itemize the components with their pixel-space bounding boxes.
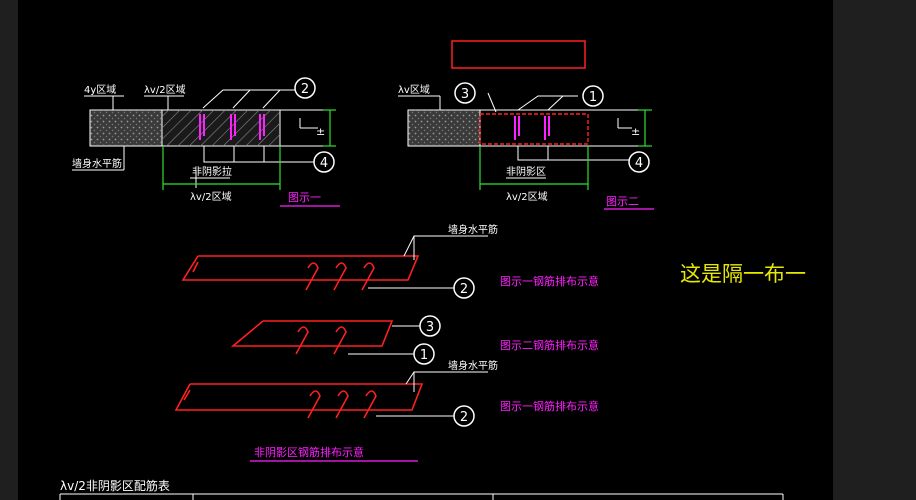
label-dimension: λv/2区域 xyxy=(506,190,548,203)
caption-figure-two: 图示二 xyxy=(606,195,639,208)
callout-number: 2 xyxy=(460,282,468,297)
callout-circle xyxy=(313,151,335,173)
cad-drawing: 4y区域 λv/2区域 墙身水平筋 非阴影拉 λv/2区域 ± λv区域 非阴影… xyxy=(59,40,784,500)
label-4y-zone: 4y区域 xyxy=(84,83,116,96)
callout-circle xyxy=(454,82,476,104)
tie-bars xyxy=(199,114,265,140)
side-mark: ± xyxy=(316,125,325,138)
caption-rebar-two: 图示二钢筋排布示意 xyxy=(500,338,599,352)
cad-drawing-canvas: 4y区域 λv/2区域 墙身水平筋 非阴影拉 λv/2区域 ± λv区域 非阴影… xyxy=(18,0,833,500)
label-tie: 非阴影区 xyxy=(506,166,546,178)
callout-number: 3 xyxy=(426,320,434,335)
shaded-zone-lv2 xyxy=(161,109,281,147)
label-dimension: λv/2区域 xyxy=(190,190,232,203)
side-mark: ± xyxy=(631,125,640,138)
dimension-line-fig2 xyxy=(479,109,652,190)
rebar-layout-one xyxy=(181,235,488,299)
concrete-zone-lv xyxy=(407,109,481,147)
callout-number: 3 xyxy=(461,87,469,102)
caption-rebar-three: 图示一钢筋排布示意 xyxy=(500,399,599,413)
label-lv-zone: λv区域 xyxy=(398,83,430,96)
callout-number: 1 xyxy=(420,348,428,363)
figure-one xyxy=(72,77,340,207)
label-lv2-zone: λv/2区域 xyxy=(144,83,186,96)
rebar-table xyxy=(59,493,784,500)
concrete-zone-4y xyxy=(89,109,163,147)
callout-circle xyxy=(582,85,604,107)
callout-number: 4 xyxy=(635,156,643,171)
callout-number: 2 xyxy=(301,82,309,97)
annotation-text: 这是隔一布一 xyxy=(680,262,806,286)
label-wall-horizontal: 墙身水平筋 xyxy=(72,157,122,170)
table-title: λv/2非阴影区配筋表 xyxy=(60,478,170,493)
non-shaded-zone xyxy=(479,113,589,145)
figure-two xyxy=(398,40,654,210)
callout-number: 2 xyxy=(460,410,468,425)
rebar-layout-two xyxy=(230,315,441,365)
caption-non-shaded: 非阴影区钢筋排布示意 xyxy=(254,445,364,459)
label-wall-horizontal: 墙身水平筋 xyxy=(448,359,498,372)
callout-circle xyxy=(294,77,316,99)
caption-rebar-one: 图示一钢筋排布示意 xyxy=(500,274,599,288)
dimension-line-fig1 xyxy=(162,109,336,190)
callout-number: 1 xyxy=(589,90,597,105)
callout-circle xyxy=(628,151,650,173)
label-wall-horizontal: 墙身水平筋 xyxy=(448,223,498,236)
label-tie: 非阴影拉 xyxy=(192,165,232,178)
tie-bars xyxy=(514,116,550,140)
red-box xyxy=(451,40,586,69)
caption-figure-one: 图示一 xyxy=(288,191,321,204)
callout-number: 4 xyxy=(320,156,328,171)
rebar-layout-three xyxy=(174,371,488,427)
